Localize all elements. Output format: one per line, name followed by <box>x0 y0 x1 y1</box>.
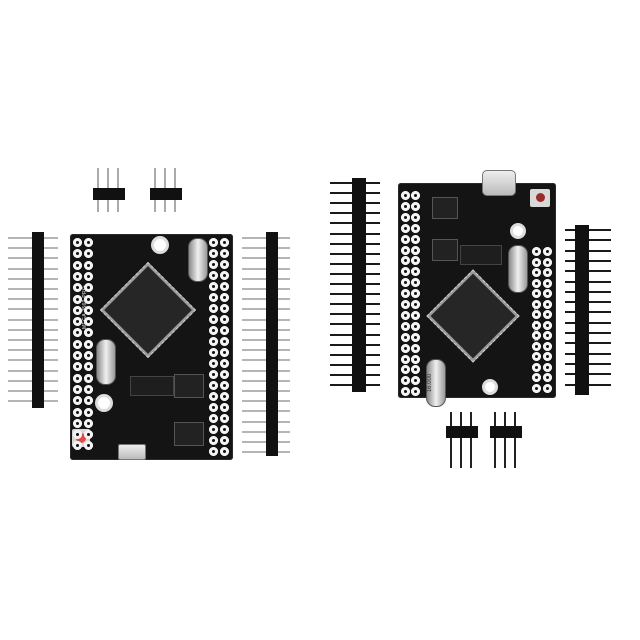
voltage-regulator-2 <box>174 422 204 446</box>
usb-c-port <box>482 170 516 196</box>
crystal-bottom <box>96 339 116 385</box>
crystal-top <box>188 238 208 282</box>
ic-usb-serial-right <box>460 245 502 265</box>
pin-header-right-outer <box>328 178 382 392</box>
voltage-regulator-right-2 <box>432 239 458 261</box>
left-board: MEGA 2560 PRO <box>70 234 233 460</box>
ic-usb-serial <box>130 376 174 396</box>
mounting-hole-left <box>95 394 113 412</box>
crystal-right-bottom: 16.000 <box>426 359 446 407</box>
three-pin-header-right-b <box>490 412 522 468</box>
voltage-regulator-1 <box>174 374 204 398</box>
mounting-hole-right-top <box>510 223 526 239</box>
crystal-label: 16.000 <box>427 373 434 393</box>
reset-button-right <box>530 189 550 207</box>
three-pin-header-left-b <box>150 168 182 220</box>
three-pin-header-left-a <box>93 168 125 220</box>
voltage-regulator-right-1 <box>432 197 458 219</box>
atmega2560-chip-right <box>426 269 520 363</box>
mounting-hole-top <box>151 236 169 254</box>
right-board: MEGA 2560 PRO 16.000 <box>398 183 556 407</box>
pin-header-right-inner <box>563 225 613 395</box>
pin-header-left-outer <box>8 232 58 408</box>
crystal-right-top <box>508 245 528 293</box>
micro-usb-port <box>118 444 146 460</box>
pin-header-left-inner <box>240 232 290 460</box>
mounting-hole-right-bottom <box>482 379 498 395</box>
three-pin-header-right-a <box>446 412 478 468</box>
